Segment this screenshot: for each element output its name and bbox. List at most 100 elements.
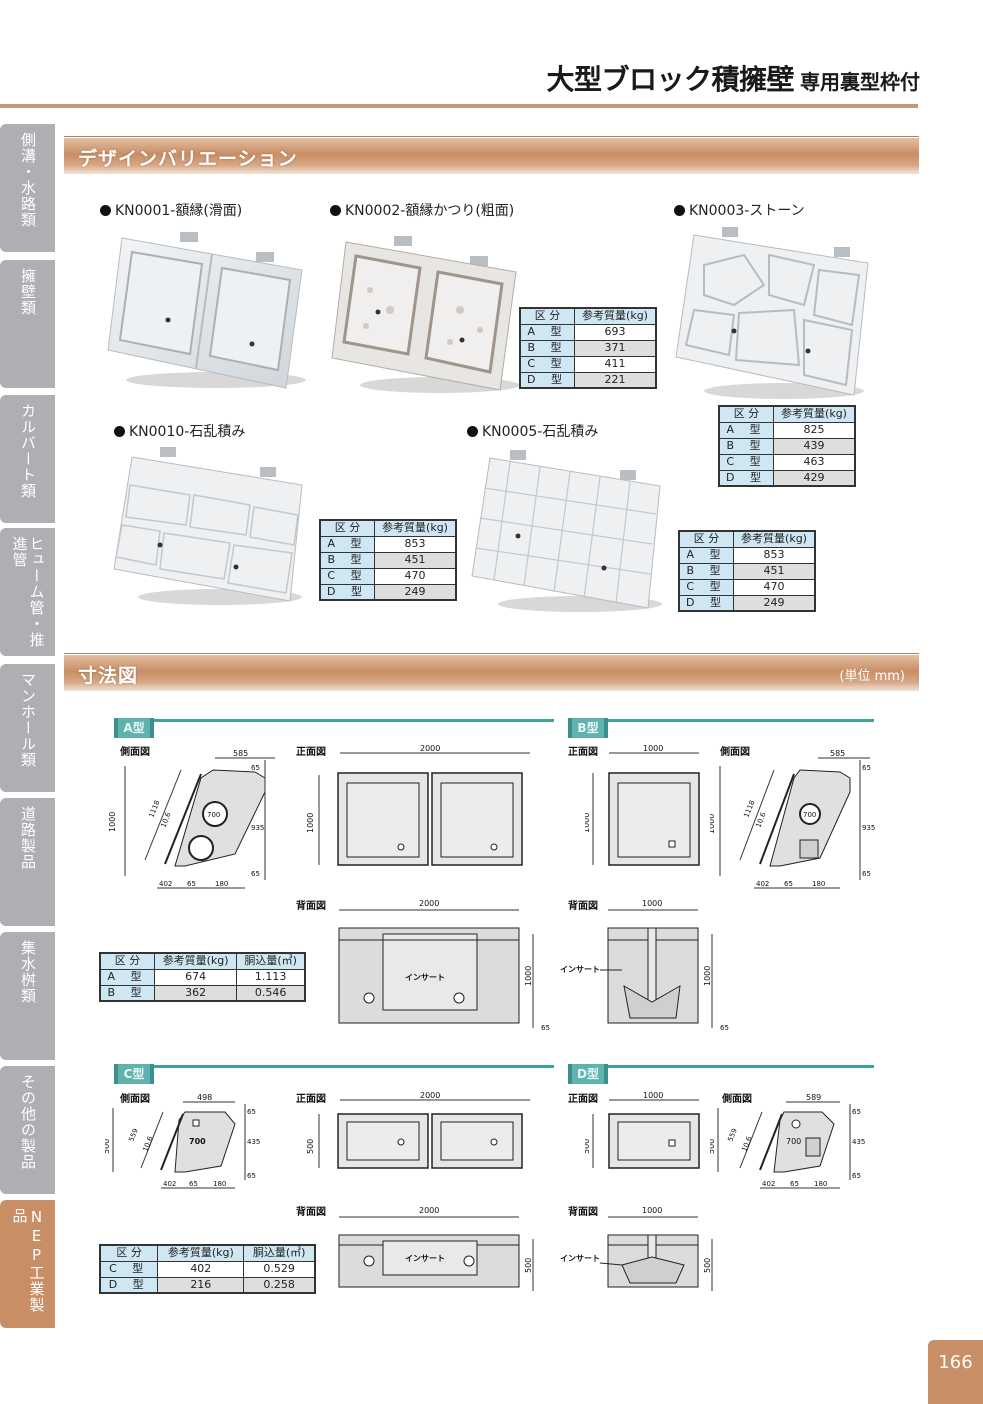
side-tab-nep-products[interactable]: NEP工業製品 bbox=[0, 1200, 55, 1328]
unit-label: (単位 mm) bbox=[839, 669, 905, 684]
drawing-a-back: 2000 インサート 1000 65 bbox=[335, 898, 555, 1033]
side-tab-hume-pipes[interactable]: ヒューム管・推進管 bbox=[0, 528, 55, 656]
drawing-d-back: 1000 インサート 500 bbox=[560, 1205, 740, 1295]
svg-text:65: 65 bbox=[247, 1108, 256, 1116]
svg-text:1000: 1000 bbox=[703, 966, 712, 986]
drawing-a-front: 2000 1000 bbox=[305, 745, 530, 870]
svg-text:65: 65 bbox=[852, 1172, 861, 1180]
type-header-a: A型 bbox=[114, 718, 554, 740]
svg-text:589: 589 bbox=[806, 1094, 821, 1102]
svg-text:402: 402 bbox=[163, 1180, 176, 1188]
svg-text:585: 585 bbox=[830, 749, 845, 758]
side-tab-other-products[interactable]: その他の製品 bbox=[0, 1066, 55, 1194]
section-header-dimensions: 寸法図 (単位 mm) bbox=[64, 653, 919, 691]
svg-text:402: 402 bbox=[756, 880, 769, 888]
product-image-kn0002 bbox=[330, 230, 520, 395]
svg-text:180: 180 bbox=[812, 880, 825, 888]
product-image-kn0003 bbox=[674, 225, 869, 400]
side-tab-retaining-walls[interactable]: 擁壁類 bbox=[0, 260, 55, 388]
side-tab-road-products[interactable]: 道路製品 bbox=[0, 798, 55, 926]
svg-text:180: 180 bbox=[213, 1180, 226, 1188]
svg-text:65: 65 bbox=[862, 764, 871, 772]
view-label-side: 側面図 bbox=[722, 1094, 752, 1105]
svg-text:402: 402 bbox=[159, 880, 172, 888]
svg-text:500: 500 bbox=[703, 1258, 712, 1273]
bullet-icon bbox=[674, 205, 685, 216]
svg-text:65: 65 bbox=[251, 870, 260, 878]
product-image-kn0010 bbox=[110, 445, 305, 605]
svg-text:1000: 1000 bbox=[642, 899, 662, 908]
view-label-back: 背面図 bbox=[568, 901, 598, 912]
view-label-front: 正面図 bbox=[568, 1094, 598, 1105]
drawing-b-back: 1000 インサート 1000 65 bbox=[560, 898, 740, 1033]
variant-label-kn0001: KN0001-額縁(滑面) bbox=[100, 200, 242, 220]
bullet-icon bbox=[330, 205, 341, 216]
side-tab-culverts[interactable]: カルバート類 bbox=[0, 395, 55, 523]
svg-text:435: 435 bbox=[852, 1138, 865, 1146]
page-title-main: 大型ブロック積擁壁 bbox=[546, 63, 794, 96]
drawing-b-front: 1000 1000 bbox=[585, 745, 700, 870]
bullet-icon bbox=[114, 426, 125, 437]
bullet-icon bbox=[100, 205, 111, 216]
page-title-sub: 専用裏型枠付 bbox=[800, 70, 920, 94]
svg-text:2000: 2000 bbox=[419, 1206, 439, 1215]
page-title: 大型ブロック積擁壁専用裏型枠付 bbox=[480, 58, 920, 98]
variant-label-kn0010: KN0010-石乱積み bbox=[114, 421, 245, 441]
svg-text:1118: 1118 bbox=[742, 799, 756, 819]
svg-text:1000: 1000 bbox=[643, 745, 663, 753]
svg-text:435: 435 bbox=[247, 1138, 260, 1146]
view-label-back: 背面図 bbox=[296, 1207, 326, 1218]
svg-text:インサート: インサート bbox=[405, 973, 445, 982]
svg-text:インサート: インサート bbox=[560, 1254, 600, 1263]
svg-text:2000: 2000 bbox=[419, 899, 439, 908]
svg-text:402: 402 bbox=[762, 1180, 775, 1188]
drawing-c-front: 2000 500 bbox=[305, 1092, 530, 1172]
view-label-side: 側面図 bbox=[720, 747, 750, 758]
side-tab-manholes[interactable]: マンホール類 bbox=[0, 664, 55, 792]
svg-text:65: 65 bbox=[862, 870, 871, 878]
variant-label-kn0005: KN0005-石乱積み bbox=[467, 421, 598, 441]
svg-text:65: 65 bbox=[187, 880, 196, 888]
svg-text:700: 700 bbox=[207, 811, 220, 819]
side-tab-gutters[interactable]: 側溝・水路類 bbox=[0, 124, 55, 252]
title-divider bbox=[0, 104, 918, 108]
section-title: デザインバリエーション bbox=[78, 148, 298, 170]
svg-text:1000: 1000 bbox=[108, 812, 117, 832]
page-number: 166 bbox=[928, 1340, 983, 1404]
svg-text:180: 180 bbox=[215, 880, 228, 888]
svg-text:559: 559 bbox=[127, 1127, 139, 1142]
svg-text:700: 700 bbox=[803, 811, 816, 819]
svg-text:65: 65 bbox=[852, 1108, 861, 1116]
section-header-design: デザインバリエーション bbox=[64, 136, 919, 174]
svg-text:1118: 1118 bbox=[147, 799, 161, 819]
svg-text:65: 65 bbox=[541, 1024, 550, 1032]
svg-text:498: 498 bbox=[197, 1094, 212, 1102]
drawing-d-front: 1000 500 bbox=[585, 1092, 700, 1172]
side-tab-catch-basins[interactable]: 集水桝類 bbox=[0, 932, 55, 1060]
view-label-back: 背面図 bbox=[296, 901, 326, 912]
svg-text:1000: 1000 bbox=[306, 813, 315, 833]
